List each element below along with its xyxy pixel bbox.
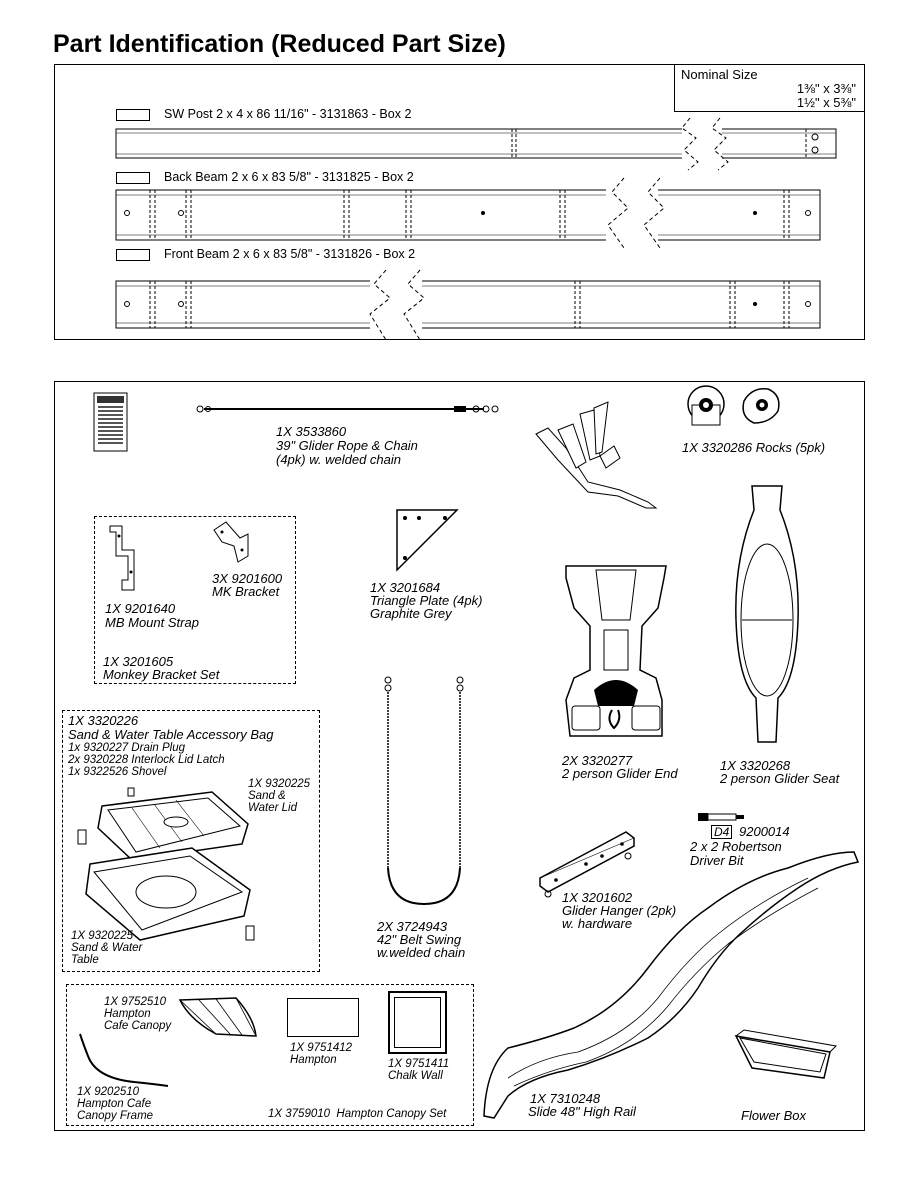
canopy-frame-label-1: 1X 9202510 [77, 1086, 140, 1098]
driver-bit-label-2: 2 x 2 Robertson [690, 839, 782, 854]
chalk-label-1: 1X 9751411 [388, 1058, 450, 1070]
sand-table-label-2: Sand & Water [71, 942, 143, 954]
color-swatch-sw-post [116, 109, 150, 121]
sand-bag-label-4: 2x 9320228 Interlock Lid Latch [68, 754, 225, 766]
triangle-label-2: Triangle Plate (4pk) [370, 593, 483, 608]
lumber-label-front-beam: Front Beam 2 x 6 x 83 5/8" - 3131826 - B… [164, 247, 416, 261]
monkey-set-label-1: 1X 3201605 [103, 654, 174, 669]
monkey-bracket-set-box [94, 516, 296, 684]
driver-bit-label-3: Driver Bit [690, 853, 744, 868]
back-beam-drawing [115, 177, 821, 249]
hampton-label-1: 1X 9751412 [290, 1042, 353, 1054]
belt-swing-label-1: 2X 3724943 [377, 919, 448, 934]
triangle-label-1: 1X 3201684 [370, 580, 441, 595]
belt-swing-icon [384, 676, 464, 906]
hampton-panel-icon [287, 998, 359, 1037]
warning-label-icon [93, 392, 128, 452]
sand-bag-label-2: Sand & Water Table Accessory Bag [68, 727, 274, 742]
glider-hanger-icon [539, 831, 635, 898]
sand-water-accessory-box [62, 710, 320, 972]
rope-label-3: (4pk) w. welded chain [276, 452, 402, 467]
rope-label-1: 1X 3533860 [276, 424, 347, 439]
sand-water-table-icon [77, 787, 255, 941]
glider-hanger-label-3: w. hardware [562, 916, 633, 931]
mk-bracket-label-1: 3X 9201600 [212, 571, 283, 586]
chalk-label-2: Chalk Wall [388, 1070, 443, 1082]
sw-post-drawing [115, 117, 837, 171]
rocks-icon [687, 385, 780, 426]
slide-icon [483, 851, 860, 1119]
belt-swing-label-3: w.welded chain [377, 945, 466, 960]
glider-end-label-2: 2 person Glider End [562, 766, 678, 781]
sand-table-label-3: Table [71, 954, 99, 966]
flower-box-label: Flower Box [741, 1108, 807, 1123]
glider-seat-icon [735, 485, 799, 743]
rocks-label: 1X 3320286 Rocks (5pk) [682, 440, 826, 455]
rope-label-2: 39" Glider Rope & Chain [276, 438, 418, 453]
glider-hanger-label-1: 1X 3201602 [562, 890, 633, 905]
mk-bracket-icon [213, 521, 249, 563]
nominal-size-2x6: 1½" x 5⅜" [796, 95, 856, 110]
nominal-size-2x4: 1⅜" x 3⅜" [796, 81, 856, 96]
belt-swing-label-2: 42" Belt Swing [377, 932, 462, 947]
mb-mount-strap-icon [109, 525, 135, 591]
page-title: Part Identification (Reduced Part Size) [53, 30, 506, 58]
triangle-plate-icon [396, 509, 459, 572]
triangle-label-3: Graphite Grey [370, 606, 452, 621]
canopy-frame-icon [79, 1033, 169, 1087]
mk-bracket-label-2: MK Bracket [212, 584, 280, 599]
canopy-label-1: 1X 9752510 [104, 996, 167, 1008]
glider-end-icon [565, 565, 667, 737]
sand-bag-label-1: 1X 3320226 [68, 713, 139, 728]
flower-box-icon [734, 1029, 838, 1079]
canopy-frame-label-3: Canopy Frame [77, 1110, 154, 1122]
canopy-label-2: Hampton [104, 1008, 151, 1020]
glider-rope-chain-icon [196, 405, 499, 413]
sand-bag-label-3: 1x 9320227 Drain Plug [68, 742, 185, 754]
cafe-canopy-icon [178, 997, 257, 1037]
sand-lid-label-2: Sand & [248, 790, 286, 802]
glider-bracket-icon [535, 401, 658, 509]
sand-lid-label-1: 1X 9320225 [248, 778, 311, 790]
hampton-canopy-set-box [66, 984, 474, 1126]
front-beam-drawing [115, 269, 821, 341]
glider-seat-label-1: 1X 3320268 [720, 758, 791, 773]
driver-bit-label-1: 9200014 [739, 824, 790, 839]
canopy-label-3: Cafe Canopy [104, 1020, 172, 1032]
slide-label-2: Slide 48" High Rail [528, 1104, 636, 1119]
canopy-set-label: 1X 3759010 Hampton Canopy Set [268, 1108, 447, 1120]
slide-label-1: 1X 7310248 [530, 1091, 601, 1106]
mb-strap-label-2: MB Mount Strap [105, 615, 199, 630]
sand-table-label-1: 1X 9320225 [71, 930, 134, 942]
glider-seat-label-2: 2 person Glider Seat [720, 771, 840, 786]
nominal-size-box: Nominal Size 1⅜" x 3⅜" 1½" x 5⅜" [674, 65, 864, 112]
sand-bag-label-5: 1x 9322526 Shovel [68, 766, 167, 778]
canopy-frame-label-2: Hampton Cafe [77, 1098, 152, 1110]
monkey-set-label-2: Monkey Bracket Set [103, 667, 220, 682]
lumber-label-back-beam: Back Beam 2 x 6 x 83 5/8" - 3131825 - Bo… [164, 170, 414, 184]
color-swatch-back-beam [116, 172, 150, 184]
chalk-wall-icon [388, 991, 447, 1054]
color-swatch-front-beam [116, 249, 150, 261]
mb-strap-label-1: 1X 9201640 [105, 601, 176, 616]
nominal-size-heading: Nominal Size [681, 67, 758, 82]
glider-hanger-label-2: Glider Hanger (2pk) [562, 903, 677, 918]
lumber-panel [54, 64, 865, 340]
driver-bit-tag: D4 [711, 825, 733, 839]
lumber-label-sw-post: SW Post 2 x 4 x 86 11/16" - 3131863 - Bo… [164, 107, 412, 121]
hardware-panel [54, 381, 865, 1131]
glider-end-label-1: 2X 3320277 [562, 753, 633, 768]
hampton-label-2: Hampton [290, 1054, 337, 1066]
driver-bit-icon [698, 813, 744, 821]
sand-lid-label-3: Water Lid [248, 802, 298, 814]
